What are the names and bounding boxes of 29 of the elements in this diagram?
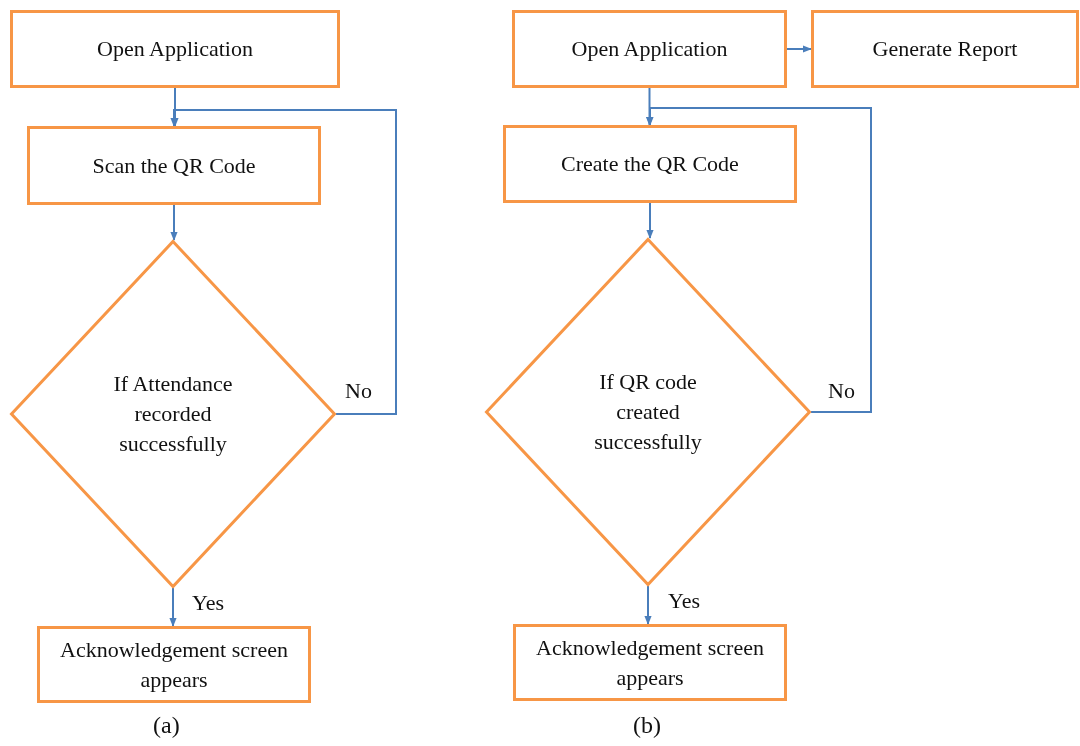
node-text: Acknowledgement screen appears: [535, 633, 765, 692]
arrow: [786, 45, 812, 53]
arrow: [170, 204, 178, 241]
panel-caption: (b): [633, 712, 661, 739]
arrow: [646, 202, 654, 239]
process-box: [37, 626, 311, 703]
node-text: If Attendance recorded successfully: [112, 370, 234, 458]
node-text: Generate Report: [872, 35, 1018, 64]
process-box: [10, 10, 340, 88]
node-text: If QR code created successfully: [593, 368, 703, 456]
node-text: Open Application: [571, 35, 728, 64]
panel-caption: (a): [153, 712, 180, 739]
process-box: [513, 624, 787, 701]
arrow: [169, 587, 177, 627]
process-box: [27, 126, 321, 205]
arrow: [171, 87, 179, 127]
node-text: Open Application: [97, 35, 253, 64]
arrow: [645, 87, 654, 126]
decision-diamond: [10, 240, 336, 588]
arrow: [644, 585, 652, 625]
process-box: [811, 10, 1079, 88]
node-text: Acknowledgement screen appears: [59, 635, 289, 694]
arrow: [646, 107, 872, 413]
arrow: [170, 109, 397, 415]
process-box: [512, 10, 787, 88]
node-text: Scan the QR Code: [92, 151, 256, 180]
process-box: [503, 125, 797, 203]
decision-diamond: [485, 238, 811, 586]
node-text: Create the QR Code: [561, 150, 739, 179]
